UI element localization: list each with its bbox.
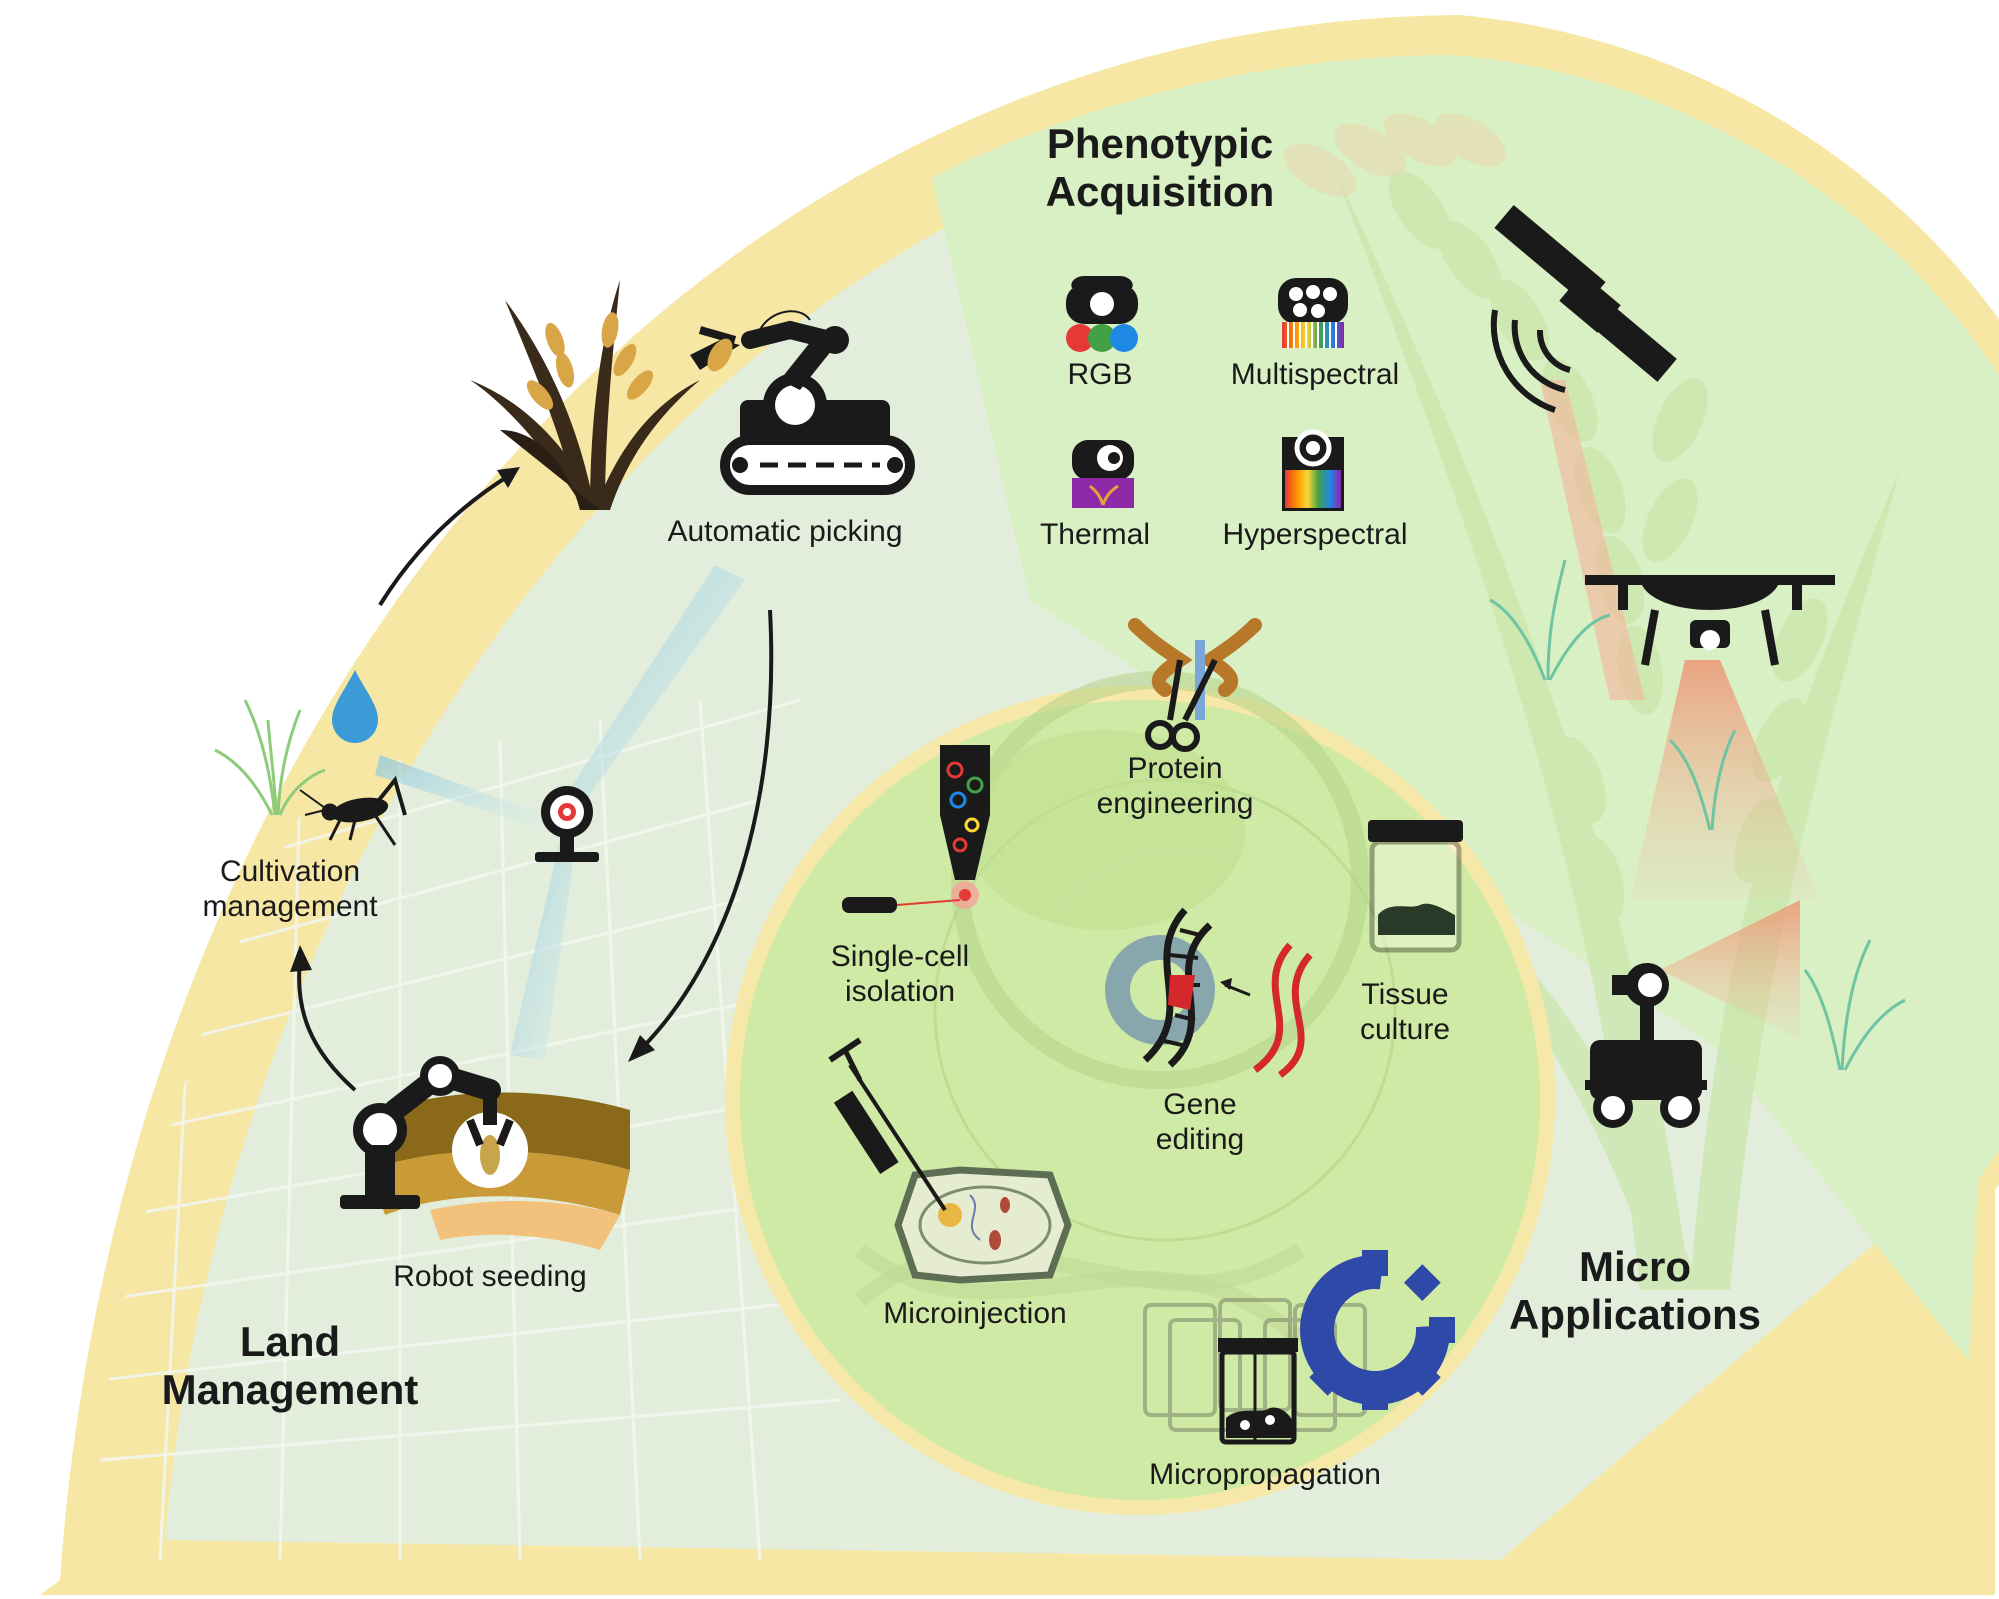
multispectral-label: Multispectral bbox=[1230, 358, 1400, 391]
micro-applications-title: Micro Applications bbox=[1508, 1243, 1762, 1339]
tissue-culture-label: Tissue culture bbox=[1359, 978, 1451, 1046]
water-drop-icon bbox=[332, 670, 378, 743]
robot-seeding-label: Robot seeding bbox=[393, 1260, 587, 1293]
grain-stalks-top bbox=[1283, 113, 1507, 197]
cultivation-management-label: Cultivation management bbox=[202, 855, 378, 923]
arrow-to-cultivation bbox=[297, 959, 357, 1092]
microinjection-icon bbox=[828, 1037, 1072, 1284]
gene-editing-icon bbox=[1105, 907, 1313, 1078]
field-camera-icon bbox=[535, 786, 599, 862]
arrow-to-seeding bbox=[638, 609, 774, 1052]
single-cell-isolation-icon bbox=[842, 745, 990, 913]
automatic-picking-label: Automatic picking bbox=[667, 515, 903, 548]
thermal-camera-icon bbox=[1072, 440, 1134, 508]
satellite-icon bbox=[1490, 204, 1677, 700]
hyperspectral-label: Hyperspectral bbox=[1222, 518, 1408, 551]
drone-icon bbox=[1585, 575, 1835, 900]
field-grid bbox=[99, 698, 841, 1561]
arrow-to-picking bbox=[378, 473, 512, 607]
insect-icon bbox=[299, 775, 407, 846]
beams-blue bbox=[375, 565, 745, 1060]
phenotypic-acquisition-title: Phenotypic Acquisition bbox=[1045, 120, 1275, 216]
cycle-arrows bbox=[297, 473, 774, 1092]
microinjection-label: Microinjection bbox=[883, 1297, 1067, 1330]
gene-editing-label: Gene editing bbox=[1155, 1088, 1245, 1156]
single-cell-isolation-label: Single-cell isolation bbox=[830, 940, 970, 1008]
syringe-icon bbox=[828, 1037, 947, 1212]
hyperspectral-camera-icon bbox=[1282, 429, 1344, 511]
multispectral-camera-icon bbox=[1278, 278, 1348, 348]
micropropagation-jars-icon bbox=[1143, 1298, 1367, 1445]
ground-robot-icon bbox=[1585, 900, 1800, 1128]
phenotypic-sector bbox=[900, 55, 1999, 1400]
thermal-label: Thermal bbox=[1039, 518, 1151, 551]
micropropagation-label: Micropropagation bbox=[1149, 1458, 1381, 1491]
rice-plant-icon bbox=[470, 280, 700, 510]
rgb-camera-icon bbox=[1066, 276, 1138, 352]
picking-robot-icon bbox=[690, 310, 915, 495]
protein-engineering-icon bbox=[1128, 618, 1262, 752]
seeding-robot-icon bbox=[340, 1056, 630, 1250]
tissue-culture-jar-icon bbox=[1368, 820, 1463, 953]
seedling-icon bbox=[214, 699, 326, 816]
protein-engineering-label: Protein engineering bbox=[1096, 752, 1254, 820]
grass-tufts-right bbox=[1489, 559, 1906, 1071]
land-management-title: Land Management bbox=[161, 1318, 419, 1414]
rgb-label: RGB bbox=[1067, 358, 1133, 391]
